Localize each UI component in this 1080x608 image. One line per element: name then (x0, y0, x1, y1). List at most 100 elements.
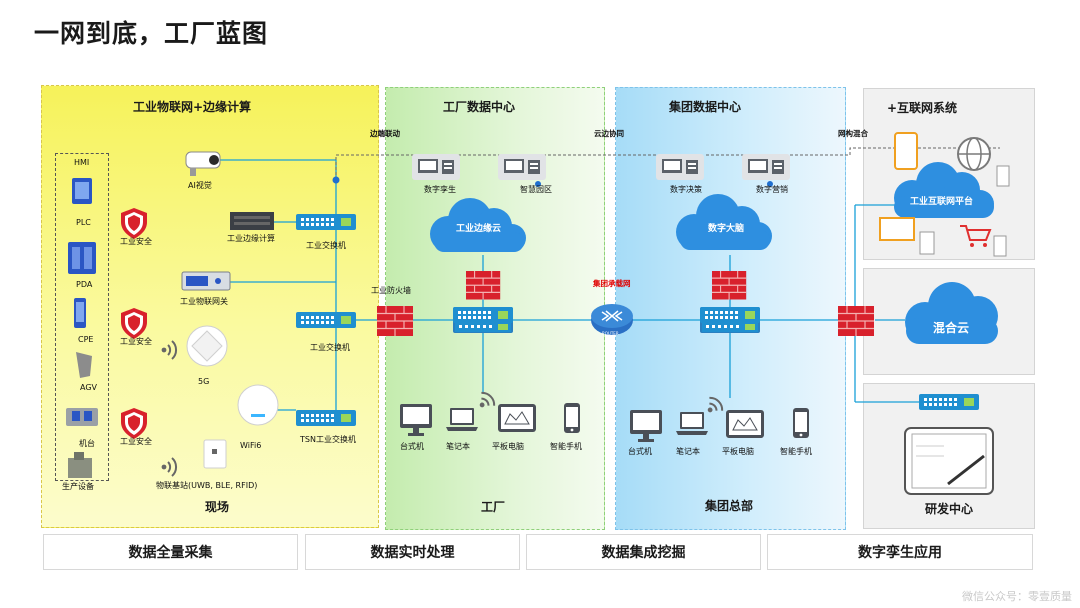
factory-terminal-phone: 智能手机 (550, 442, 582, 451)
security-shield-icon (121, 308, 147, 339)
digital-brain-label: 数字大脑 (708, 224, 745, 234)
switch-label: 工业交换机 (306, 241, 346, 250)
internet-header: +互联网系统 (887, 101, 958, 115)
field-header: 工业物联网+边缘计算 (133, 100, 252, 114)
desktop-icon (630, 410, 662, 442)
rd-tablet-icon (904, 427, 994, 495)
security-label: 工业安全 (120, 337, 152, 346)
security-label: 工业安全 (120, 237, 152, 246)
wireless-signal-icon (160, 457, 178, 477)
group-header: 集团数据中心 (669, 100, 742, 114)
factory-core-switch-icon (453, 307, 513, 333)
router-icon (591, 304, 633, 335)
switch-label: 工业交换机 (310, 343, 350, 352)
stage-realtime-processing: 数据实时处理 (305, 534, 520, 570)
group-terminal-phone: 智能手机 (780, 447, 812, 456)
iot-base-label: 物联基站(UWB, BLE, RFID) (156, 481, 258, 490)
ai-vision-label: AI视觉 (188, 181, 212, 190)
cloud-edge-label: 云边协同 (594, 129, 624, 138)
factory-terminal-desktop: 台式机 (400, 442, 424, 451)
security-shield-icon (121, 208, 147, 239)
marketing-label: 数字营销 (756, 185, 788, 194)
page-title: 一网到底，工厂蓝图 (34, 19, 269, 48)
globe-icon (957, 137, 991, 171)
industrial-switch-icon (296, 214, 356, 230)
edge-cloud-label: 工业边缘云 (456, 224, 502, 234)
iiot-platform-cloud-icon (894, 162, 994, 218)
iot-gateway-icon (181, 271, 231, 291)
device-label-pda: PDA (76, 280, 93, 289)
security-label: 工业安全 (120, 437, 152, 446)
production-equipment-icon (68, 458, 92, 478)
tsn-switch-icon (296, 410, 356, 426)
device-icon (919, 231, 935, 255)
router-label: ROUTER (602, 331, 619, 336)
firewall-icon (465, 270, 501, 301)
wireless-signal-icon (701, 394, 727, 420)
digital-twin-server-icon (412, 154, 460, 180)
edge-cloud-icon (430, 198, 526, 252)
watermark: 微信公众号：零壹质量 (962, 590, 1072, 603)
tsn-switch-label: TSN工业交换机 (300, 435, 356, 444)
stage-integration-mining: 数据集成挖掘 (526, 534, 761, 570)
desktop-icon (400, 404, 432, 436)
connection-lines (220, 159, 920, 420)
smart-park-server-icon (498, 154, 546, 180)
group-terminal-tablet: 平板电脑 (722, 447, 754, 456)
edge-compute-icon (230, 212, 274, 230)
device-group-box (55, 153, 109, 481)
agv-icon (76, 352, 92, 378)
firewall-icon (711, 270, 747, 301)
research-footer: 研发中心 (925, 502, 974, 516)
decision-label: 数字决策 (670, 185, 702, 194)
security-shield-icon (121, 408, 147, 439)
industrial-switch-icon (296, 312, 356, 328)
screen-icon (879, 217, 915, 241)
smart-park-label: 智慧园区 (520, 185, 552, 194)
device-label-plc: PLC (76, 218, 91, 227)
factory-terminal-laptop: 笔记本 (446, 442, 470, 451)
hybrid-cloud-label: 混合云 (933, 321, 970, 335)
firewall-icon (837, 305, 875, 337)
group-network-label: 集团承载网 (593, 279, 631, 288)
device-label-agv: AGV (80, 383, 98, 392)
device-icon (996, 165, 1010, 187)
field-footer: 现场 (205, 500, 230, 514)
stage-data-collection: 数据全量采集 (43, 534, 298, 570)
group-footer: 集团总部 (705, 499, 754, 513)
factory-header: 工厂数据中心 (443, 100, 516, 114)
wifi6-label: WiFi6 (240, 441, 262, 450)
laptop-icon (446, 408, 478, 431)
laptop-icon (676, 412, 708, 435)
edge-link-label: 边端联动 (370, 129, 400, 138)
wireless-signal-icon (160, 340, 178, 360)
ap-5g-icon (186, 325, 228, 367)
device-label-hmi: HMI (74, 158, 90, 167)
mobile-app-icon (894, 132, 918, 170)
hybrid-cloud-icon (905, 282, 998, 344)
device-icon (993, 235, 1007, 257)
iot-base-station-icon (203, 439, 227, 469)
device-label-cpe: CPE (78, 335, 94, 344)
edge-compute-label: 工业边缘计算 (227, 234, 275, 243)
stage-digital-twin-app: 数字孪生应用 (767, 534, 1033, 570)
iot-gateway-label: 工业物联网关 (180, 297, 228, 306)
decision-server-icon (656, 154, 704, 180)
digital-twin-label: 数字孪生 (424, 185, 456, 194)
iiot-platform-label: 工业互联网平台 (910, 197, 974, 207)
marketing-server-icon (742, 154, 790, 180)
node-dot (767, 181, 773, 187)
rd-switch-icon (919, 394, 979, 410)
wireless-signal-icon (473, 389, 499, 415)
digital-brain-cloud-icon (676, 194, 772, 250)
ap-5g-label: 5G (198, 377, 210, 386)
device-label-production: 生产设备 (62, 482, 94, 491)
factory-footer: 工厂 (481, 500, 506, 514)
tablet-icon (497, 403, 537, 433)
firewall-label: 工业防火墙 (371, 286, 411, 295)
machine-icon (66, 408, 98, 426)
factory-terminal-tablet: 平板电脑 (492, 442, 524, 451)
tablet-icon (725, 409, 765, 439)
node-dot (535, 181, 541, 187)
